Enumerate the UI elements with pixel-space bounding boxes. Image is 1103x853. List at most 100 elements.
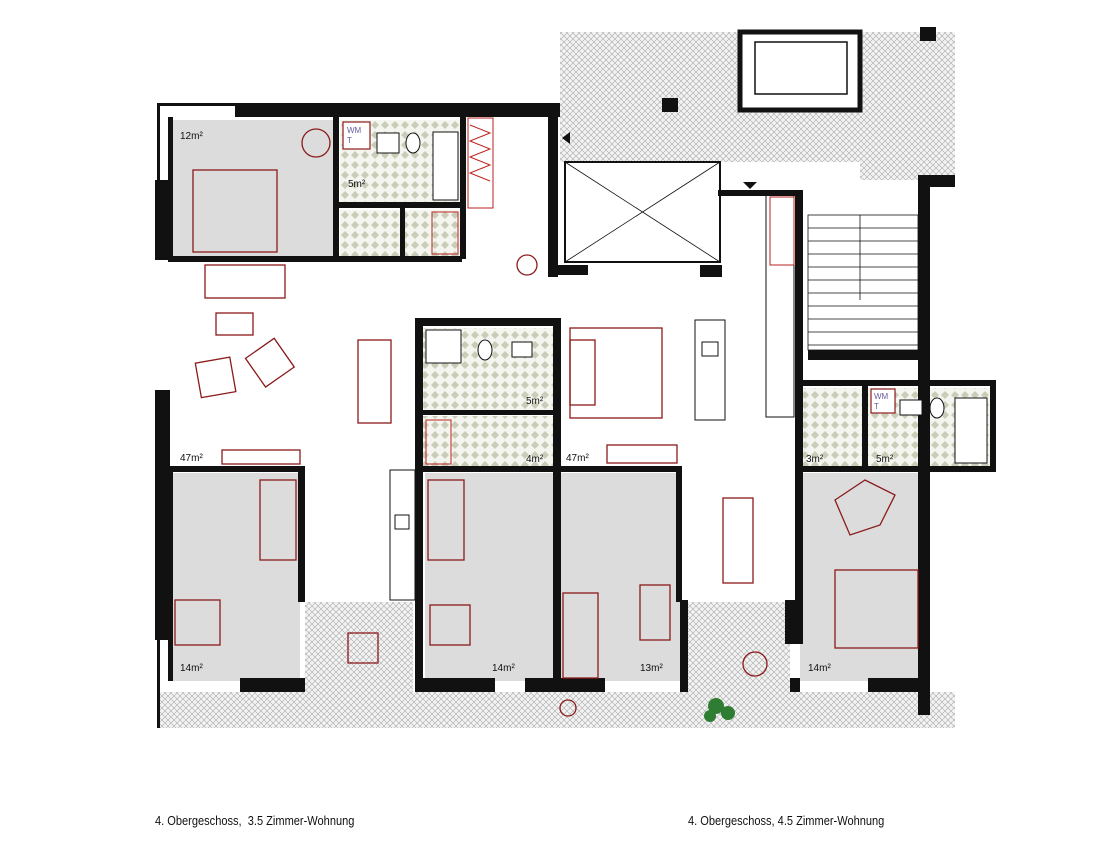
entrance-arrow-icon	[562, 132, 570, 144]
plant-icon	[704, 698, 735, 722]
washer-label: WM	[874, 392, 889, 401]
rooftop-structure	[737, 29, 863, 113]
wall-segment	[676, 466, 682, 602]
area-label-shower-mid: 4m²	[526, 454, 544, 465]
wall-segment	[168, 117, 173, 262]
bedroom-area	[560, 473, 680, 681]
sofa-left	[204, 264, 286, 299]
wall-segment	[548, 265, 588, 275]
room-labels: 12m² 5m² 5m² 4m² 47m² 47m² 14m² 14m² 13m…	[180, 131, 894, 674]
wall-segment	[168, 466, 173, 681]
wall-segment	[333, 117, 339, 259]
area-label-bedroom-mid: 14m²	[492, 663, 515, 674]
wall-segment	[400, 205, 405, 259]
wall-segment	[862, 380, 868, 468]
wall-segment	[240, 678, 305, 692]
wall-segment	[795, 466, 920, 472]
washer-dryer-left: WM T	[342, 121, 371, 150]
desk-13	[639, 584, 671, 641]
wall-segment	[561, 466, 681, 472]
terrace-area	[305, 602, 413, 694]
wall-segment	[930, 175, 955, 187]
area-label-bedroom-13: 13m²	[640, 663, 663, 674]
rug-13	[562, 592, 599, 679]
kitchen-right	[694, 194, 795, 421]
terrace-area	[860, 90, 955, 180]
terrace-area	[680, 602, 790, 694]
rug-se	[834, 479, 896, 536]
side-table	[516, 254, 538, 276]
coffee-table-left	[215, 312, 254, 336]
caption-left: 4. Obergeschoss, 3.5 Zimmer-Wohnung	[155, 813, 355, 828]
bedroom-area	[172, 473, 300, 681]
entrance-arrow-icon	[743, 182, 757, 189]
walls	[155, 27, 996, 728]
lift-shaft	[564, 161, 721, 263]
kitchen-left	[389, 469, 416, 601]
wall-segment	[662, 98, 678, 112]
dining-table-right	[722, 497, 754, 584]
wall-segment	[795, 190, 803, 640]
bed-single-sw	[259, 479, 297, 561]
wall-segment	[918, 175, 930, 715]
wall-segment	[157, 640, 160, 728]
wall-segment	[155, 180, 170, 260]
wall-segment	[868, 678, 928, 692]
balcony-table	[559, 699, 577, 717]
wall-segment	[718, 190, 798, 196]
bedroom-area	[425, 473, 553, 681]
bedroom-area	[800, 473, 920, 681]
dryer-label: T	[347, 136, 352, 145]
wall-segment	[155, 390, 170, 640]
staircase	[807, 214, 919, 351]
caption-right: 4. Obergeschoss, 4.5 Zimmer-Wohnung	[688, 813, 885, 828]
area-label-living-left: 47m²	[180, 453, 203, 464]
area-label-bedroom-se: 14m²	[808, 663, 831, 674]
area-label-bath-nw: 5m²	[348, 179, 366, 190]
wall-segment	[235, 103, 560, 117]
sideboard-right	[606, 444, 678, 464]
terrace-area	[157, 692, 955, 728]
wall-segment	[168, 466, 303, 472]
tiled-room	[802, 388, 862, 466]
terrace-table	[742, 651, 768, 677]
area-label-bedroom-sw: 14m²	[180, 663, 203, 674]
wall-segment	[795, 380, 865, 386]
area-label-wc-right: 3m²	[806, 454, 824, 465]
wall-segment	[920, 466, 995, 472]
bath-fixtures	[376, 131, 988, 464]
armchair	[194, 356, 237, 399]
wall-segment	[790, 678, 800, 692]
wall-segment	[808, 350, 920, 360]
wall-segment	[525, 678, 605, 692]
wall-segment	[785, 600, 803, 644]
wall-segment	[920, 27, 936, 41]
washer-label: WM	[347, 126, 362, 135]
area-label-bedroom-nw: 12m²	[180, 131, 203, 142]
tiled-room	[423, 416, 553, 466]
dining-table-left	[357, 339, 392, 424]
wall-segment	[298, 466, 305, 602]
wall-segment	[170, 256, 462, 262]
wall-segment	[423, 466, 553, 472]
area-label-living-right: 47m²	[566, 453, 589, 464]
wall-segment	[415, 318, 560, 326]
wall-segment	[157, 103, 160, 183]
armchair	[244, 337, 296, 388]
wall-segment	[460, 117, 466, 259]
wall-segment	[680, 600, 688, 692]
bedroom-area	[172, 120, 334, 256]
wardrobes	[425, 117, 795, 465]
area-label-bath-mid: 5m²	[526, 396, 544, 407]
sofa-right	[569, 339, 596, 406]
wall-segment	[548, 117, 558, 277]
wall-segment	[700, 265, 722, 277]
furniture	[174, 128, 919, 717]
armchair-round	[301, 128, 331, 158]
wall-segment	[423, 410, 553, 415]
wall-segment	[415, 678, 495, 692]
bedroom-fills	[172, 120, 920, 681]
wall-segment	[415, 318, 423, 678]
desk-sw	[174, 599, 221, 646]
